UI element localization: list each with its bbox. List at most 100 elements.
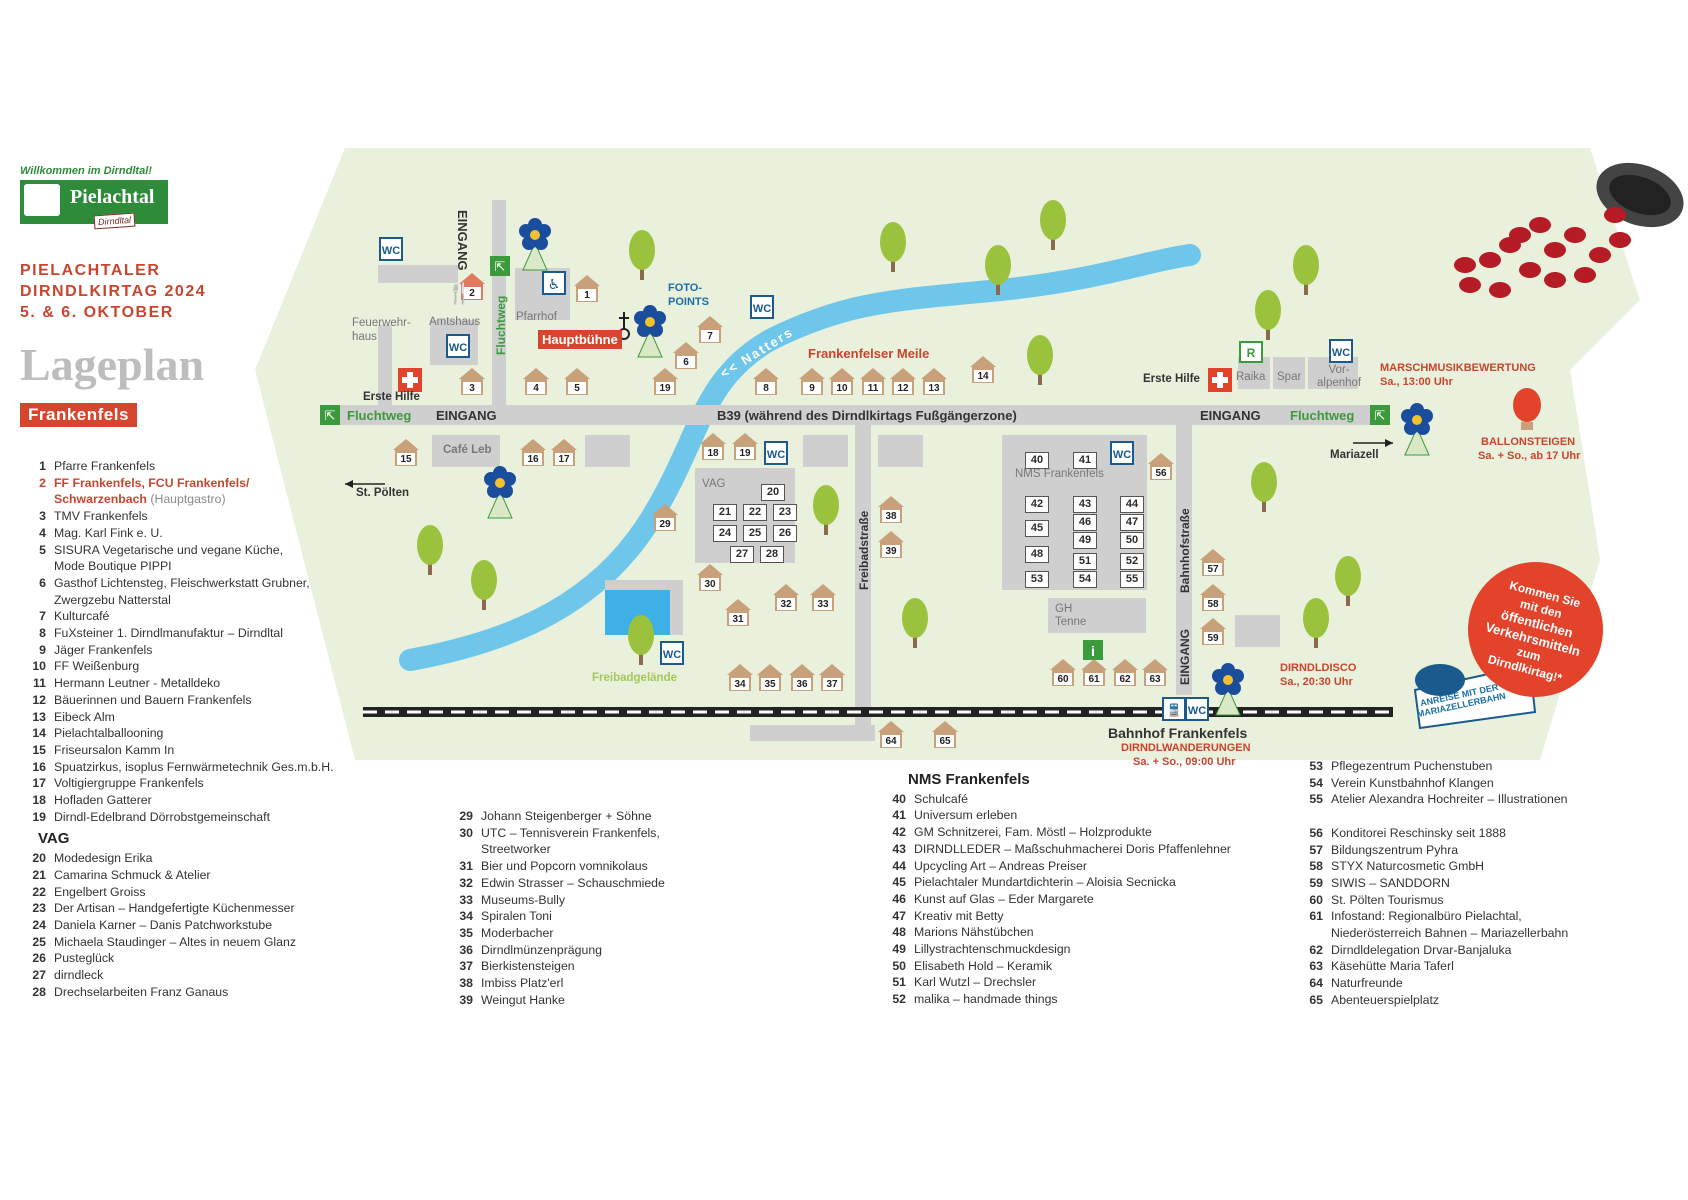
svg-text:14: 14	[977, 371, 989, 382]
stand-number-box: 54	[1073, 571, 1097, 588]
legend-text: Friseursalon Kamm In	[54, 742, 175, 757]
svg-text:64: 64	[885, 736, 897, 747]
brand-name: Pielachtal	[70, 186, 155, 208]
svg-text:🍴: 🍴	[447, 281, 472, 305]
legend-number: 51	[892, 975, 906, 990]
svg-text:9: 9	[809, 383, 815, 394]
building-gh-tenne	[1048, 598, 1146, 633]
legend-number: 62	[1309, 942, 1323, 957]
label-fluchtweg-west: Fluchtweg	[347, 408, 412, 423]
legend-text: Michaela Staudinger – Altes in neuem Gla…	[54, 934, 296, 949]
wc-icon: WC	[1110, 441, 1134, 465]
label-dirndlwanderungen: DIRNDLWANDERUNGEN	[1121, 742, 1251, 754]
raika-logo-icon: R	[1239, 341, 1263, 363]
legend-number: 60	[1309, 892, 1323, 907]
stand-number-box: 40	[1025, 452, 1049, 469]
label-ballonsteigen: BALLONSTEIGEN	[1481, 436, 1576, 448]
legend-text: Pielachtaler Mundartdichterin – Aloisia …	[914, 875, 1176, 890]
legend-number	[18, 558, 54, 575]
svg-text:11: 11	[868, 383, 879, 394]
legend-number: 35	[459, 925, 473, 940]
exit-sign-icon: ⇱	[490, 256, 510, 276]
legend-text: FF Frankenfels, FCU Frankenfels/	[54, 475, 250, 490]
legend-number: 48	[892, 925, 906, 940]
svg-text:WC: WC	[663, 649, 681, 661]
legend-number: 47	[892, 908, 906, 923]
legend-text: SISURA Vegetarische und vegane Küche,	[54, 542, 284, 557]
accessible-wc-icon: ♿	[542, 271, 566, 295]
label-frankenfelser-meile: Frankenfelser Meile	[808, 346, 930, 361]
svg-text:WC: WC	[382, 245, 400, 257]
tree-icon	[902, 598, 928, 648]
legend-text: Modedesign Erika	[54, 851, 153, 866]
svg-text:39: 39	[885, 546, 897, 557]
svg-text:WC: WC	[753, 303, 771, 315]
stand-hut-icon: 4	[523, 368, 549, 395]
svg-text:35: 35	[764, 679, 776, 690]
legend-text: GM Schnitzerei, Fam. Möstl – Holzprodukt…	[914, 825, 1152, 840]
legend-text: Elisabeth Hold – Keramik	[914, 958, 1053, 973]
tree-icon	[813, 485, 839, 535]
label-freibadstrasse: Freibadstraße	[857, 510, 871, 590]
stand-hut-icon: 30	[697, 564, 723, 591]
cherry-icon	[1509, 227, 1531, 243]
legend-number: 26	[32, 951, 46, 966]
legend-number: 32	[459, 875, 473, 890]
legend-number: 38	[459, 976, 473, 991]
legend-number	[1295, 925, 1331, 942]
label-eingang-north: EINGANG	[455, 210, 470, 271]
legend-text: Dirndl-Edelbrand Dörrobstgemeinschaft	[54, 809, 270, 824]
road-west-lane	[378, 325, 392, 405]
legend-text: Jäger Frankenfels	[54, 642, 153, 657]
legend-number: 54	[1309, 775, 1323, 790]
label-erste-hilfe-west: Erste Hilfe	[363, 391, 420, 403]
label-b39: B39 (während des Dirndlkirtags Fußgänger…	[717, 408, 1017, 423]
legend-number: 58	[1309, 859, 1323, 874]
legend-text: Hofladen Gatterer	[54, 793, 152, 808]
legend-number: 39	[459, 992, 473, 1007]
stand-number-box: 21	[713, 504, 737, 521]
stand-hut-icon: 19	[652, 368, 678, 395]
building-feuerwehrhaus	[378, 265, 458, 283]
legend-text: Käsehütte Maria Taferl	[1331, 959, 1454, 974]
stand-hut-icon: 37	[819, 664, 845, 691]
stand-hut-icon: 19	[732, 433, 758, 460]
arrow-left-icon	[345, 480, 385, 488]
stand-number-box: 26	[773, 525, 797, 542]
cherry-icon	[1604, 207, 1626, 223]
legend-number: 4	[39, 525, 46, 540]
label-st-poelten: St. Pölten	[356, 487, 410, 499]
balloon-icon	[1513, 388, 1541, 430]
stand-hut-icon: 18	[700, 433, 726, 460]
legend-text: TMV Frankenfels	[54, 509, 148, 524]
label-voralpenhof: Vor- alpenhof	[1317, 364, 1362, 389]
event-date: 5. & 6. OKTOBER	[20, 304, 174, 321]
restaurant-icon: 🍴	[447, 281, 472, 305]
legend-vag-heading: VAG	[38, 830, 70, 848]
event-title-line2: DIRNDLKIRTAG 2024	[20, 283, 207, 300]
first-aid-icon-east	[1208, 368, 1232, 392]
stand-number-box: 23	[773, 504, 797, 521]
svg-text:WC: WC	[1113, 449, 1131, 461]
label-fluchtweg-north: Fluchtweg	[494, 295, 508, 355]
wc-icon: WC	[1329, 339, 1353, 363]
stand-number-box: 53	[1025, 571, 1049, 588]
svg-text:56: 56	[1155, 468, 1167, 479]
stand-hut-icon: 65	[932, 721, 958, 748]
legend-number: 21	[32, 867, 46, 882]
